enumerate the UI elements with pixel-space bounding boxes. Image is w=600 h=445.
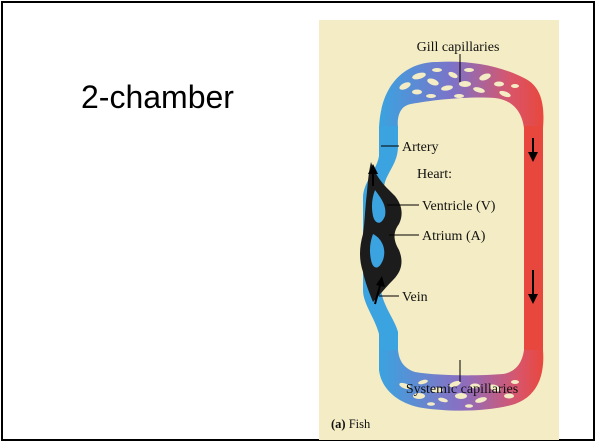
artery-label: Artery <box>402 140 439 155</box>
caption-text: Fish <box>349 417 371 431</box>
ventricle-label: Ventricle (V) <box>422 199 496 214</box>
slide-title: 2-chamber <box>81 79 234 116</box>
systemic-capillary-bed <box>379 350 543 411</box>
heart-label: Heart: <box>417 167 452 182</box>
circulation-diagram: Gill capillaries Artery Heart: Ventricle… <box>319 20 559 440</box>
slide: 2-chamber <box>1 1 595 441</box>
gill-capillaries-label: Gill capillaries <box>417 40 500 55</box>
caption-letter: (a) <box>331 417 346 431</box>
systemic-capillaries-label: Systemic capillaries <box>406 382 518 397</box>
figure-caption: (a) Fish <box>331 417 371 431</box>
fish-circulation-figure: Gill capillaries Artery Heart: Ventricle… <box>319 20 559 440</box>
vein-label: Vein <box>402 290 428 305</box>
atrium-label: Atrium (A) <box>422 229 486 244</box>
